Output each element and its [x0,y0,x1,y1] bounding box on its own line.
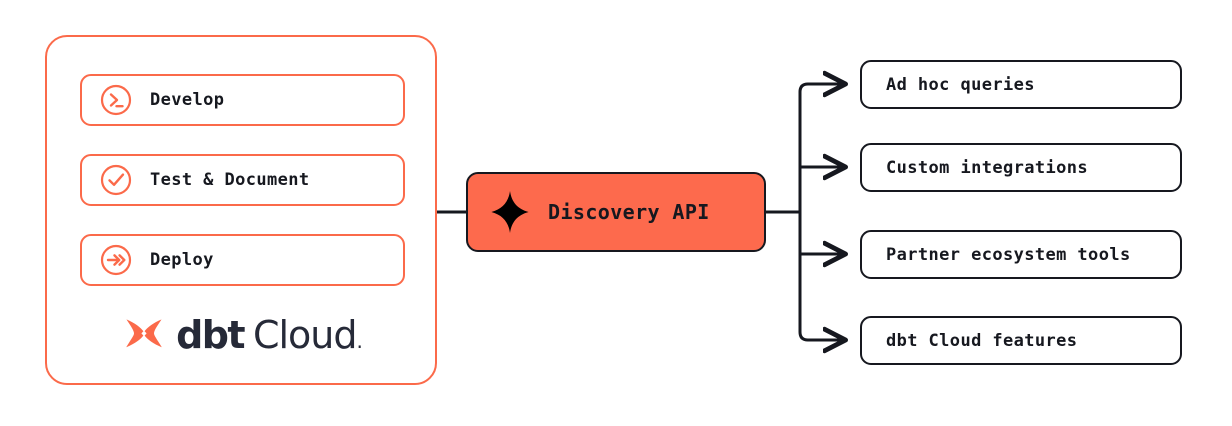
dbt-cloud-wordmark: dbt Cloud . [176,316,363,354]
discovery-api-node[interactable]: Discovery API [466,172,766,252]
cloud-word: Cloud [252,313,358,357]
dbt-cloud-logo: dbt Cloud . [80,305,405,365]
stage-label: Develop [150,90,225,110]
stage-label: Test & Document [150,170,310,190]
consumer-box-dbt-cloud-features[interactable]: dbt Cloud features [860,316,1182,365]
consumer-box-custom-integrations[interactable]: Custom integrations [860,143,1182,192]
stage-label: Deploy [150,250,214,270]
terminal-prompt-icon [100,84,132,116]
cloud-period: . [356,329,363,353]
consumer-label: Partner ecosystem tools [886,244,1131,265]
sparkle-star-icon [491,191,529,233]
stage-item-develop[interactable]: Develop [80,74,405,126]
platform-panel: Develop Test & Document Deploy [45,35,437,385]
double-chevron-right-icon [100,244,132,276]
consumer-box-ad-hoc-queries[interactable]: Ad hoc queries [860,60,1182,109]
stage-item-test-and-document[interactable]: Test & Document [80,154,405,206]
connector-branch-0 [798,84,845,96]
consumer-label: dbt Cloud features [886,330,1078,351]
check-circle-icon [100,164,132,196]
connector-branch-3 [798,328,845,340]
consumer-label: Ad hoc queries [886,74,1035,95]
dbt-word: dbt [176,313,245,357]
consumer-label: Custom integrations [886,157,1089,178]
stage-item-deploy[interactable]: Deploy [80,234,405,286]
dbt-x-mark-icon [126,319,162,348]
consumer-box-partner-ecosystem-tools[interactable]: Partner ecosystem tools [860,230,1182,279]
discovery-api-label: Discovery API [548,200,710,224]
